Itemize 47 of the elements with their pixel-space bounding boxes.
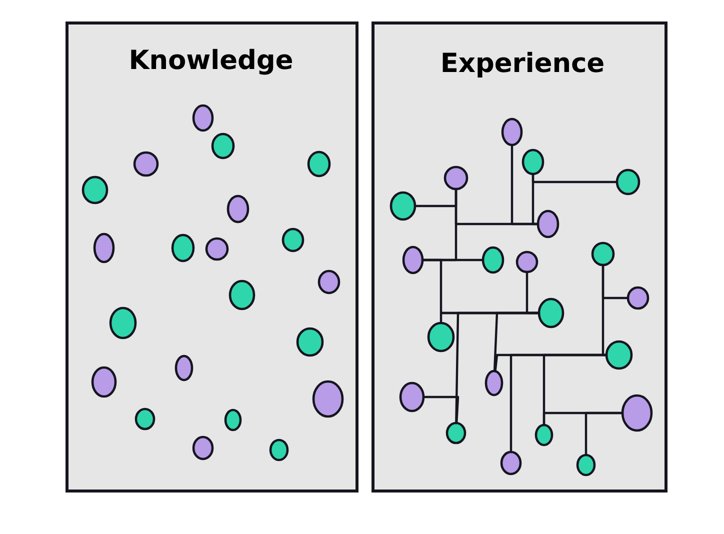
dot bbox=[192, 104, 214, 132]
dot bbox=[269, 438, 289, 462]
dot bbox=[536, 210, 560, 238]
dot bbox=[171, 234, 195, 262]
dot bbox=[91, 366, 117, 398]
dot bbox=[446, 422, 466, 444]
dot bbox=[522, 148, 544, 176]
connector-line bbox=[584, 412, 624, 456]
dot bbox=[399, 382, 425, 412]
dot bbox=[312, 380, 344, 418]
dot bbox=[482, 246, 504, 274]
dot bbox=[402, 246, 424, 274]
dot bbox=[484, 370, 504, 396]
dot bbox=[516, 250, 538, 274]
dot bbox=[282, 228, 304, 252]
panel: Knowledge bbox=[66, 22, 358, 492]
dot bbox=[82, 176, 108, 204]
dot bbox=[444, 166, 468, 190]
connector-line bbox=[493, 312, 540, 372]
dot bbox=[626, 286, 650, 310]
dot bbox=[501, 118, 523, 146]
dot bbox=[109, 306, 137, 340]
connector-line bbox=[532, 172, 540, 226]
dot bbox=[605, 340, 633, 370]
connector-line bbox=[602, 264, 630, 300]
dot bbox=[205, 237, 229, 261]
dot bbox=[211, 132, 235, 160]
dot bbox=[93, 232, 115, 264]
panel: Experience bbox=[372, 22, 668, 492]
dot bbox=[228, 280, 256, 310]
dot bbox=[576, 454, 596, 476]
dot bbox=[318, 270, 340, 294]
dot bbox=[296, 327, 324, 357]
dot bbox=[616, 168, 640, 196]
dot bbox=[174, 354, 194, 382]
dot bbox=[224, 408, 242, 432]
dot bbox=[307, 150, 331, 178]
dot bbox=[133, 151, 159, 177]
connector-line bbox=[422, 396, 460, 424]
dot bbox=[534, 424, 554, 446]
dot bbox=[192, 436, 214, 460]
dot bbox=[621, 394, 653, 432]
dot bbox=[134, 408, 156, 430]
dot bbox=[226, 194, 250, 224]
dot bbox=[591, 242, 615, 266]
dot bbox=[500, 450, 522, 476]
dot bbox=[390, 191, 416, 221]
